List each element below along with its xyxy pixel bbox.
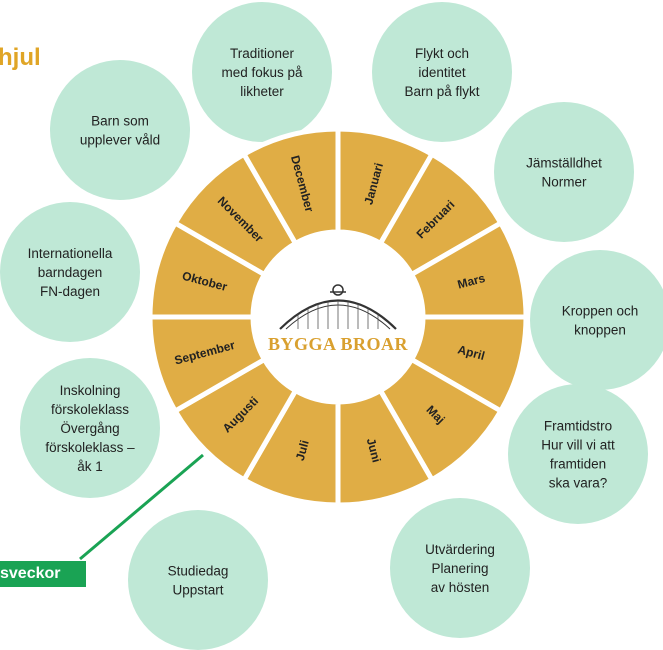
bubble-line: barndagen xyxy=(38,265,103,280)
bubble-circle xyxy=(192,2,332,142)
bubble-line: Kroppen och xyxy=(562,304,639,319)
bubble-line: upplever våld xyxy=(80,133,160,148)
connector-line xyxy=(79,453,204,561)
bubble-line: knoppen xyxy=(574,323,626,338)
bubble-circle xyxy=(372,2,512,142)
bubble-line: Studiedag xyxy=(168,564,229,579)
theme-bubble: Barn som upplever våld xyxy=(50,60,190,200)
bubble-circle xyxy=(494,102,634,242)
bubble-line: förskoleklass – xyxy=(45,440,135,455)
bubble-circle xyxy=(0,202,140,342)
bubble-line: Traditioner xyxy=(230,46,295,61)
page-title: hjul xyxy=(0,44,41,71)
bubble-line: Övergång xyxy=(60,421,119,436)
month-label: Juli xyxy=(293,439,312,463)
bubble-line: Planering xyxy=(431,561,488,576)
bubble-line: åk 1 xyxy=(77,459,103,474)
bubble-line: framtiden xyxy=(550,457,606,472)
month-label: April xyxy=(456,342,486,363)
bubble-circle xyxy=(50,60,190,200)
bubble-circle xyxy=(20,358,160,498)
bubble-line: Flykt och xyxy=(415,46,469,61)
bubble-circle xyxy=(508,384,648,524)
month-segment xyxy=(240,126,341,247)
bubble-line: likheter xyxy=(240,84,284,99)
bubble-line: Internationella xyxy=(28,246,113,261)
bubble-line: av hösten xyxy=(431,580,490,595)
theme-bubble: Traditioner med fokus på likheter xyxy=(192,2,332,142)
bubble-line: Uppstart xyxy=(172,583,223,598)
bubble-line: med fokus på xyxy=(221,65,303,80)
bubble-circle xyxy=(390,498,530,638)
bubble-line: Hur vill vi att xyxy=(541,438,615,453)
bubble-line: Normer xyxy=(541,175,587,190)
logo-text: BYGGA BROAR xyxy=(268,334,409,354)
bubble-line: FN-dagen xyxy=(40,284,100,299)
theme-bubble: Kroppen och knoppen xyxy=(530,250,663,390)
bygga-broar-logo: BYGGA BROAR xyxy=(268,284,409,354)
bubble-circle xyxy=(128,510,268,650)
bubble-line: Jämställdhet xyxy=(526,156,602,171)
bubble-line: Barn som xyxy=(91,114,149,129)
weeks-badge: sveckor xyxy=(0,561,86,587)
bubble-line: ska vara? xyxy=(549,476,608,491)
bubble-line: förskoleklass xyxy=(51,402,129,417)
bubble-line: identitet xyxy=(418,65,466,80)
bubble-line: Utvärdering xyxy=(425,542,495,557)
bubble-line: Framtidstro xyxy=(544,419,612,434)
bubble-circle xyxy=(530,250,663,390)
bubble-line: Inskolning xyxy=(60,383,121,398)
bubble-line: Barn på flykt xyxy=(404,84,479,99)
month-label: Juni xyxy=(364,437,384,464)
